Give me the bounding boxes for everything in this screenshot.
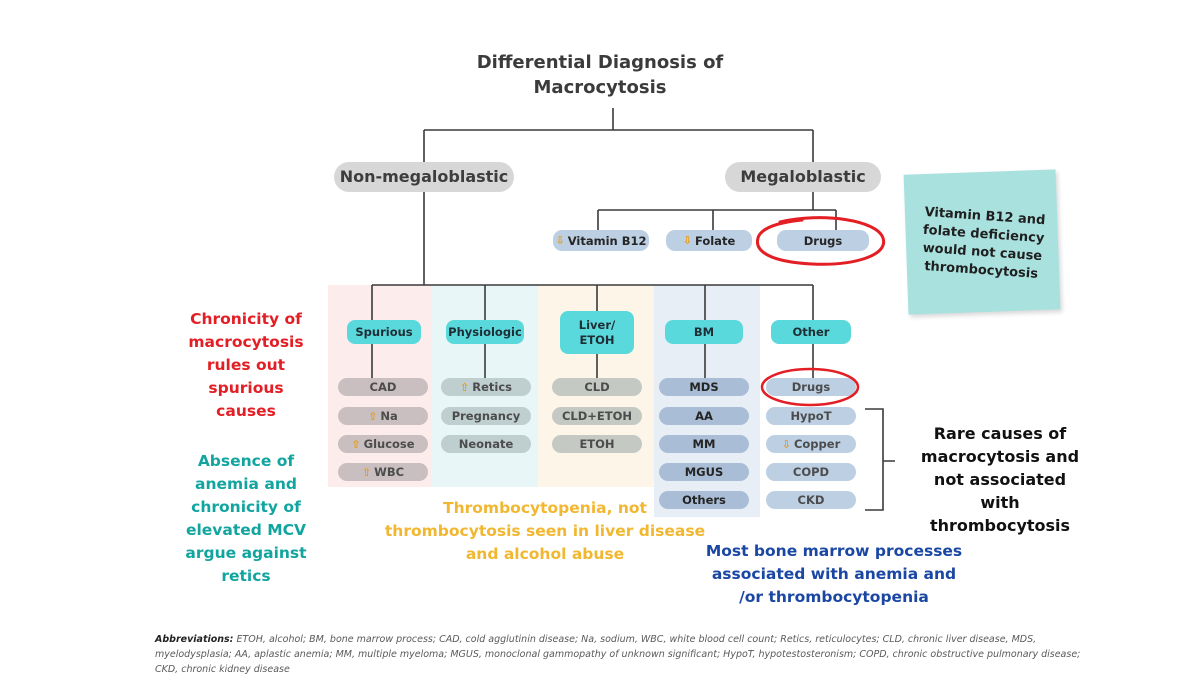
aa-item: AA — [659, 407, 749, 425]
vitamin-b12-node: ⇩Vitamin B12 — [553, 230, 649, 251]
cad-item: CAD — [338, 378, 428, 396]
sticky-note-text: Vitamin B12 and folate deficiency would … — [922, 204, 1046, 282]
down-arrow-icon: ⇩ — [555, 234, 565, 247]
neonate-item: Neonate — [441, 435, 531, 453]
title-line-2: Macrocytosis — [533, 77, 667, 98]
copper-item: ⇩Copper — [766, 435, 856, 453]
thrombocytopenia-note: Thrombocytopenia, not thrombocytosis see… — [384, 499, 706, 563]
liver-etoh-head: Liver/ETOH — [560, 311, 634, 354]
abbreviations: Abbreviations: ETOH, alcohol; BM, bone m… — [155, 632, 1095, 677]
non-megaloblastic-node: Non-megaloblastic — [334, 162, 514, 192]
megaloblastic-drugs-node: Drugs — [777, 230, 869, 251]
chronicity-note: Chronicity of macrocytosis rules out spu… — [188, 310, 304, 420]
title-connector — [423, 108, 814, 163]
mm-item: MM — [659, 435, 749, 453]
abbreviations-label: Abbreviations: — [155, 634, 234, 645]
cld-etoh-item: CLD+ETOH — [552, 407, 642, 425]
wbc-item: ⇧WBC — [338, 463, 428, 481]
cld-item: CLD — [552, 378, 642, 396]
down-arrow-icon: ⇩ — [781, 437, 791, 451]
rare-bracket — [865, 408, 895, 511]
glucose-item: ⇧Glucose — [338, 435, 428, 453]
others-item: Others — [659, 491, 749, 509]
copd-item: COPD — [766, 463, 856, 481]
bone-marrow-note: Most bone marrow processes associated wi… — [705, 542, 963, 606]
nonmega-connector — [371, 192, 814, 320]
spurious-head: Spurious — [347, 320, 421, 344]
down-arrow-icon: ⇩ — [682, 234, 692, 247]
hypot-item: HypoT — [766, 407, 856, 425]
abbreviations-text: ETOH, alcohol; BM, bone marrow process; … — [155, 634, 1081, 675]
up-arrow-icon: ⇧ — [368, 409, 378, 423]
mega-connector — [597, 192, 837, 230]
title-line-1: Differential Diagnosis of — [476, 52, 724, 73]
mds-item: MDS — [659, 378, 749, 396]
other-head: Other — [771, 320, 851, 344]
other-drugs-red-circle — [760, 367, 860, 407]
etoh-item: ETOH — [552, 435, 642, 453]
page-title: Differential Diagnosis of Macrocytosis — [400, 50, 800, 100]
folate-node: ⇩Folate — [666, 230, 752, 251]
item-connectors — [371, 344, 814, 378]
rare-causes-note: Rare causes of macrocytosis and not asso… — [920, 424, 1080, 535]
bm-head: BM — [665, 320, 743, 344]
na-item: ⇧Na — [338, 407, 428, 425]
absence-note: Absence of anemia and chronicity of elev… — [185, 452, 307, 585]
megaloblastic-node: Megaloblastic — [725, 162, 881, 192]
drugs-red-circle — [755, 216, 886, 266]
retics-item: ⇧Retics — [441, 378, 531, 396]
ckd-item: CKD — [766, 491, 856, 509]
pregnancy-item: Pregnancy — [441, 407, 531, 425]
physiologic-head: Physiologic — [446, 320, 524, 344]
other-drugs-item: Drugs — [766, 378, 856, 396]
mgus-item: MGUS — [659, 463, 749, 481]
up-arrow-icon: ⇧ — [361, 465, 372, 479]
up-arrow-icon: ⇧ — [460, 380, 470, 394]
up-arrow-icon: ⇧ — [351, 437, 361, 451]
